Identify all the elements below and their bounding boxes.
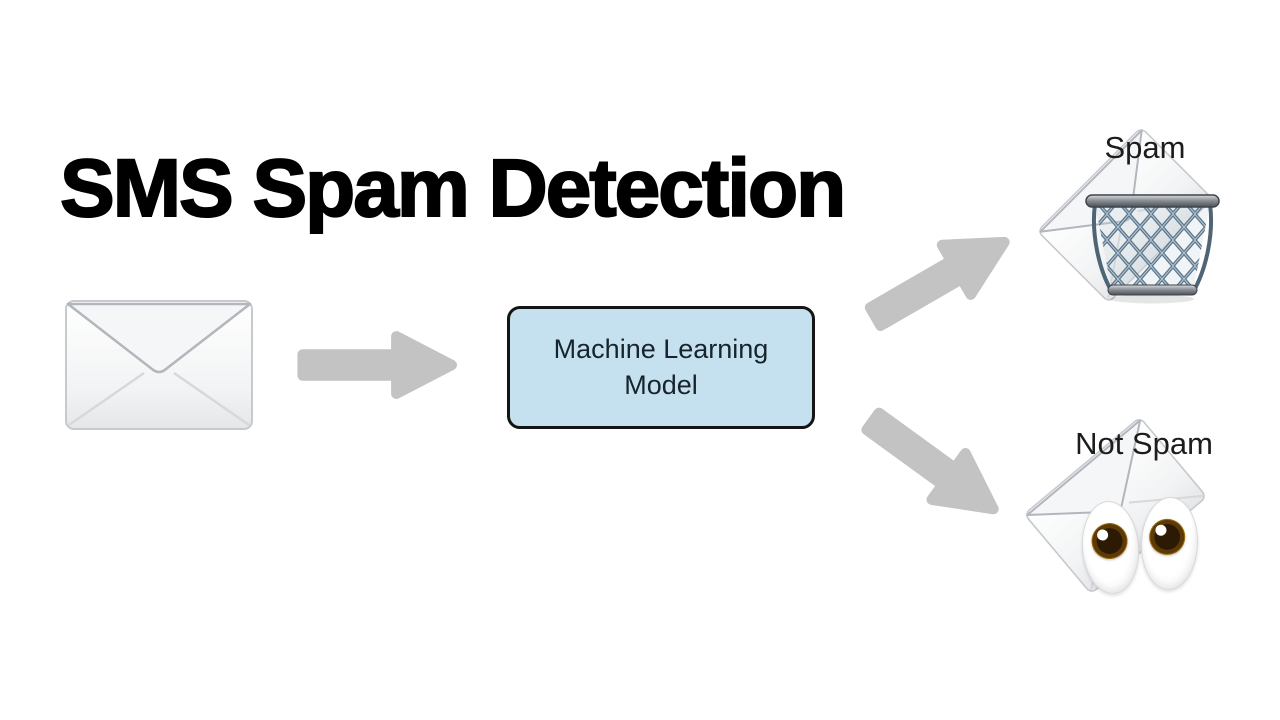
wastebasket-icon: [1085, 188, 1220, 306]
eye-glint: [1096, 529, 1109, 541]
eye-glint: [1155, 524, 1167, 536]
machine-learning-model-box: Machine Learning Model: [507, 306, 815, 429]
arrow-right-icon: [287, 322, 477, 408]
model-box-label: Machine Learning Model: [553, 333, 769, 400]
spam-label: Spam: [1104, 130, 1186, 165]
page-title: SMS Spam Detection: [59, 142, 847, 235]
envelope-icon: [64, 299, 254, 431]
not-spam-label: Not Spam: [1075, 426, 1213, 461]
arrow-down-right-icon: [835, 377, 1039, 558]
eye-iris: [1090, 521, 1129, 561]
eye-iris: [1148, 518, 1186, 556]
